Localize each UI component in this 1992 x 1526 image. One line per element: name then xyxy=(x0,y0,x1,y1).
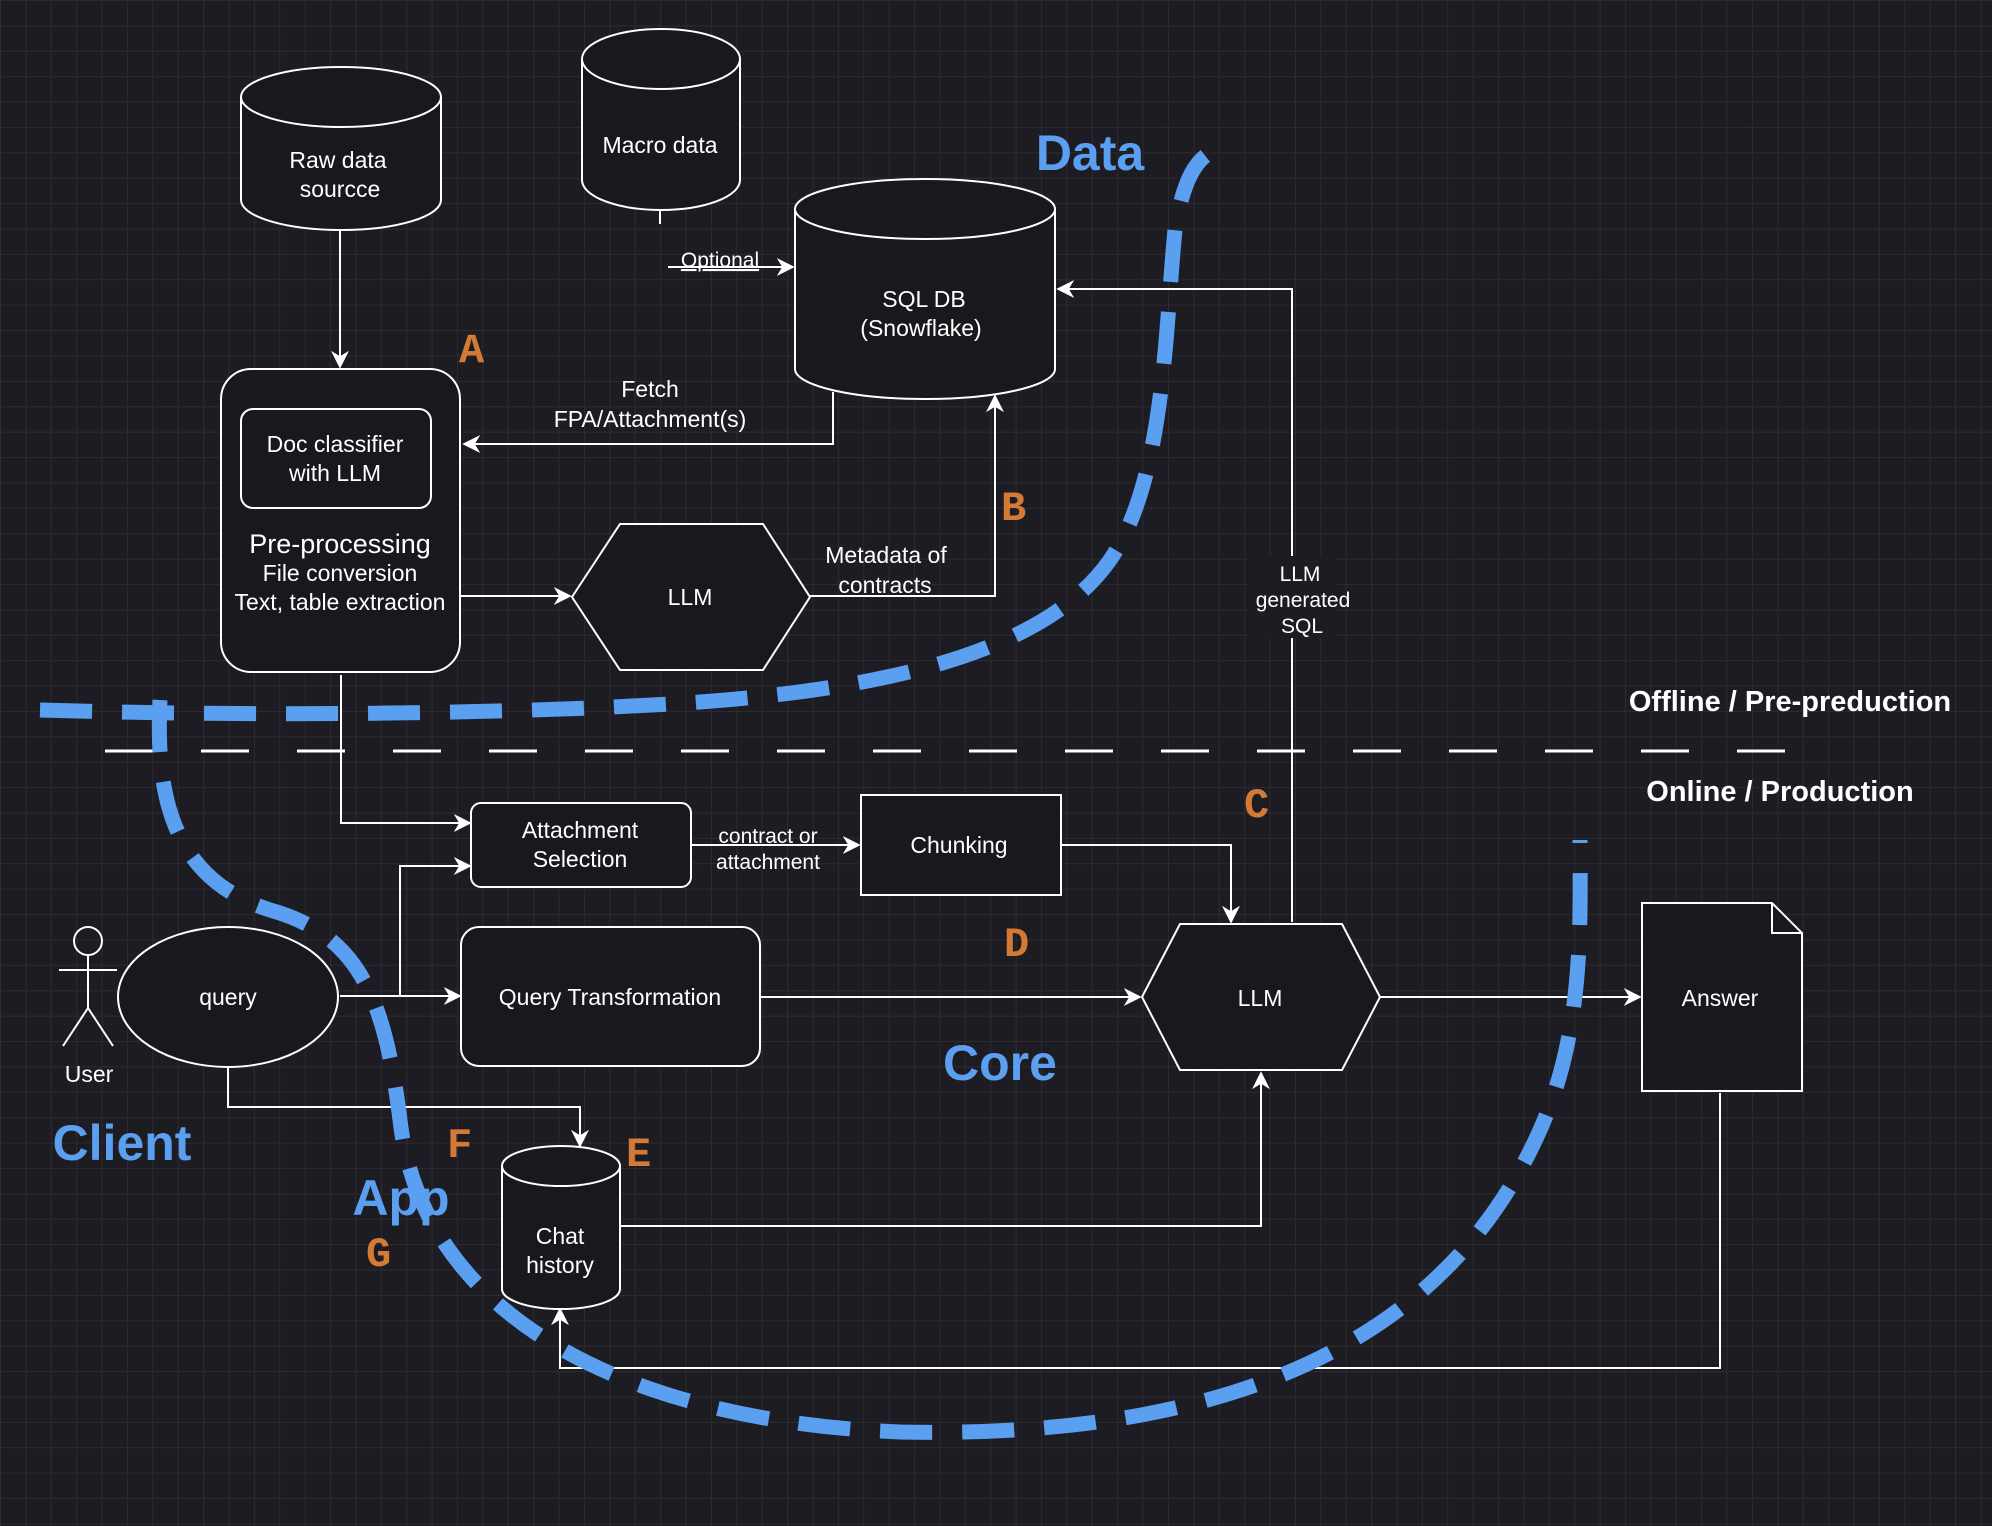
llm-sql-line-1: LLM xyxy=(1280,563,1321,586)
edge-sqldb-to-preprocessing xyxy=(462,392,834,453)
attachment-selection-line-1: Attachment xyxy=(522,817,639,843)
zone-boundaries xyxy=(39,137,1588,1440)
marker-g: G xyxy=(366,1231,391,1279)
raw-data-source-line-2: sourcce xyxy=(300,176,381,202)
llm-top-label: LLM xyxy=(668,584,713,610)
doc-classifier-line-1: Doc classifier xyxy=(267,431,404,457)
raw-data-source-line-1: Raw data xyxy=(289,147,386,173)
marker-b: B xyxy=(1001,485,1026,533)
edge-llm-to-sqldb xyxy=(810,394,1004,597)
chat-history-line-1: Chat xyxy=(536,1223,585,1249)
zone-label-data: Data xyxy=(1036,125,1146,181)
marker-c: C xyxy=(1244,782,1269,830)
metadata-label-line-2: contracts xyxy=(838,572,931,598)
chunking-node[interactable]: Chunking xyxy=(860,794,1062,896)
llm-main-label: LLM xyxy=(1238,985,1283,1011)
preprocessing-title: Pre-processing xyxy=(249,529,431,559)
edge-query-to-attachment xyxy=(399,857,472,996)
fetch-label-line-2: FPA/Attachment(s) xyxy=(554,406,747,432)
zone-label-core: Core xyxy=(943,1035,1057,1091)
user-label: User xyxy=(65,1061,114,1087)
zone-label-client: Client xyxy=(53,1115,192,1171)
query-label: query xyxy=(199,984,257,1010)
chat-history-node[interactable]: Chat history xyxy=(501,1145,621,1310)
sql-db-line-1: SQL DB xyxy=(882,286,966,312)
data-zone-boundary xyxy=(39,137,1234,722)
query-transformation-label: Query Transformation xyxy=(499,984,721,1010)
fetch-label-line-1: Fetch xyxy=(621,376,679,402)
raw-data-source-node[interactable]: Raw data sourcce xyxy=(240,66,442,231)
preprocessing-line-2: Text, table extraction xyxy=(235,589,446,615)
preprocessing-line-1: File conversion xyxy=(263,560,418,586)
edge-llm-sql-to-sqldb xyxy=(1056,280,1293,922)
marker-f: F xyxy=(447,1122,472,1170)
edge-preprocessing-to-attachment xyxy=(340,675,472,832)
zone-label-app: App xyxy=(352,1170,449,1226)
answer-node[interactable]: Answer xyxy=(1641,902,1803,1092)
llm-top-node[interactable]: LLM xyxy=(570,523,812,671)
llm-generated-sql-label: LLM generated SQL xyxy=(1248,556,1350,638)
online-label: Online / Production xyxy=(1646,776,1913,808)
chat-history-line-2: history xyxy=(526,1252,594,1278)
doc-classifier-line-2: with LLM xyxy=(288,460,381,486)
offline-label: Offline / Pre-preduction xyxy=(1629,686,1951,718)
connectors xyxy=(227,210,1721,1369)
attachment-selection-node[interactable]: Attachment Selection xyxy=(470,802,692,888)
contract-label-line-2: attachment xyxy=(716,851,820,874)
sql-db-node[interactable]: SQL DB (Snowflake) xyxy=(794,178,1056,400)
marker-e: E xyxy=(626,1131,651,1179)
preprocessing-node[interactable]: Doc classifier with LLM Pre-processing F… xyxy=(220,368,461,673)
edge-answer-to-chathistory xyxy=(551,1093,1721,1369)
llm-main-node[interactable]: LLM xyxy=(1140,923,1382,1071)
attachment-selection-line-2: Selection xyxy=(533,846,628,872)
sql-db-line-2: (Snowflake) xyxy=(860,315,981,341)
metadata-label-line-1: Metadata of xyxy=(825,542,947,568)
marker-a: A xyxy=(459,327,485,375)
core-zone-boundary xyxy=(151,699,1588,1440)
optional-edge-label: Optional xyxy=(681,249,759,272)
query-transformation-node[interactable]: Query Transformation xyxy=(460,926,761,1067)
doc-classifier-box[interactable] xyxy=(240,408,432,509)
macro-data-label: Macro data xyxy=(602,132,717,158)
llm-sql-line-3: SQL xyxy=(1281,615,1323,638)
answer-label: Answer xyxy=(1682,985,1759,1011)
query-node[interactable]: query xyxy=(117,926,339,1068)
chunking-label: Chunking xyxy=(910,832,1007,858)
marker-d: D xyxy=(1004,921,1029,969)
llm-sql-line-2: generated xyxy=(1256,589,1351,612)
user-actor[interactable]: User xyxy=(59,926,117,1087)
edge-chunking-to-llm xyxy=(1062,844,1240,924)
edge-macro-to-sqldb xyxy=(659,210,793,267)
macro-data-node[interactable]: Macro data xyxy=(581,28,741,211)
contract-label-line-1: contract or xyxy=(718,825,817,848)
edge-chathistory-to-llm xyxy=(621,1071,1270,1227)
